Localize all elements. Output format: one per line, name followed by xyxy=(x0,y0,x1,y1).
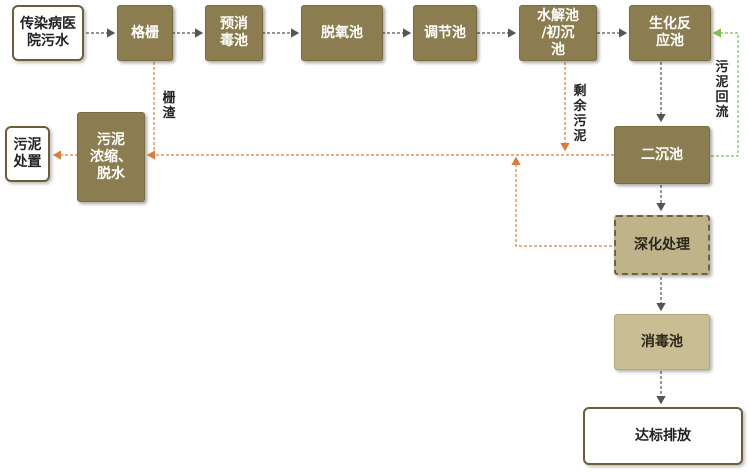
label-screenings: 栅 渣 xyxy=(162,91,176,121)
label-excess-sludge: 剩 余 污 泥 xyxy=(573,84,587,144)
node-deoxy: 脱氧池 xyxy=(301,5,383,61)
node-bioreactor: 生化反 应池 xyxy=(629,5,711,61)
node-thicken: 污泥 浓缩、 脱水 xyxy=(77,112,145,202)
node-secondary: 二沉池 xyxy=(614,126,710,184)
node-grille: 格栅 xyxy=(117,5,173,61)
node-sludge-disposal: 污泥 处置 xyxy=(5,126,50,182)
node-discharge: 达标排放 xyxy=(583,407,743,465)
node-regulate: 调节池 xyxy=(413,5,477,61)
node-advanced: 深化处理 xyxy=(614,215,710,275)
node-hydrolysis: 水解池 /初沉 池 xyxy=(519,5,597,61)
node-disinfect: 消毒池 xyxy=(614,314,710,370)
label-sludge-return: 污 泥 回 流 xyxy=(715,60,729,120)
arrow-sludge-return xyxy=(711,28,739,157)
node-predisinfect: 预消 毒池 xyxy=(205,5,263,61)
arrow-advanced-return xyxy=(511,156,612,247)
node-source: 传染病医 院污水 xyxy=(12,5,84,61)
